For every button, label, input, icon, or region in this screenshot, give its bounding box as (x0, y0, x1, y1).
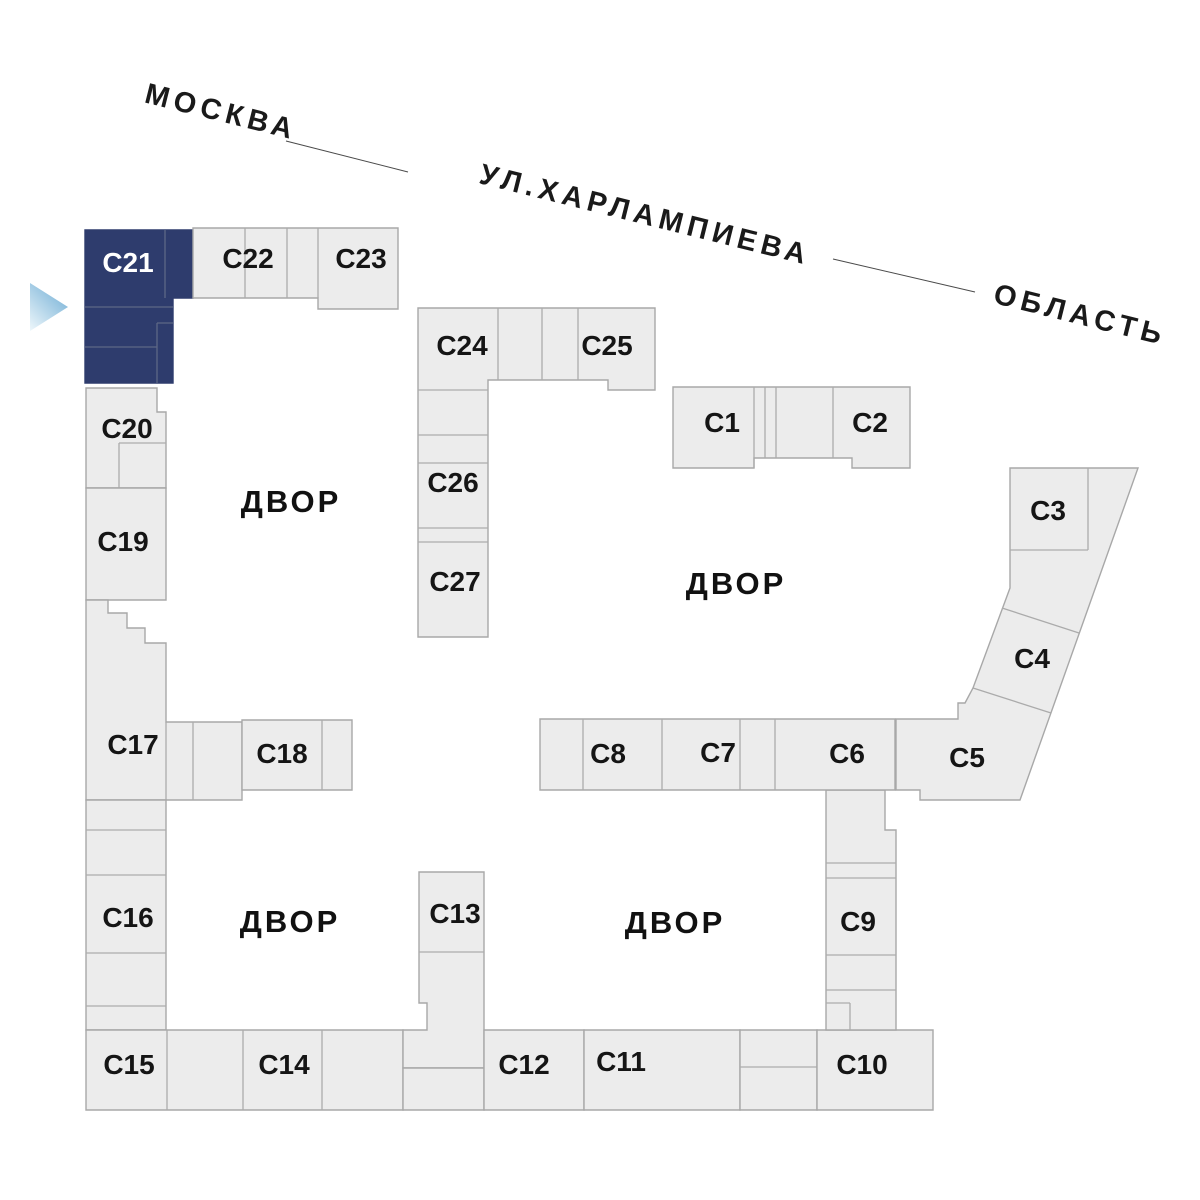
block-c12[interactable] (483, 1029, 585, 1111)
block-c1-c2[interactable] (672, 386, 911, 469)
courtyard-label-bottom-left: ДВОР (240, 904, 341, 939)
block-c18[interactable] (241, 719, 353, 791)
block-c13[interactable] (402, 871, 485, 1069)
block-cell-below-c13[interactable] (402, 1067, 485, 1111)
courtyard-label-top-right: ДВОР (686, 566, 787, 601)
block-c3-c4-c5[interactable] (895, 467, 1139, 801)
location-arrow-icon (30, 283, 68, 331)
courtyard-label-top-left: ДВОР (241, 484, 342, 519)
courtyard-labels: ДВОР ДВОР ДВОР ДВОР (240, 484, 787, 940)
block-c19[interactable] (85, 487, 167, 601)
block-c22-c23[interactable] (192, 227, 399, 310)
street-label-harlampieva: УЛ.ХАРЛАМПИЕВА (476, 159, 814, 272)
block-cell-c11-c10[interactable] (739, 1029, 818, 1111)
street-line-left (285, 140, 409, 173)
block-c10[interactable] (816, 1029, 934, 1111)
block-c21[interactable] (84, 229, 194, 384)
street-line-right (832, 258, 976, 293)
block-c11[interactable] (583, 1029, 741, 1111)
block-c16-column[interactable] (85, 799, 167, 1031)
block-c9[interactable] (825, 789, 897, 1031)
street-label-oblast: ОБЛАСТЬ (990, 278, 1170, 352)
street-label-moskva: МОСКВА (142, 78, 301, 147)
block-c20[interactable] (85, 387, 167, 489)
block-c15-c14-bar[interactable] (85, 1029, 404, 1111)
block-c8-c7-c6[interactable] (539, 718, 896, 791)
block-c24-c27[interactable] (417, 307, 656, 638)
street-annotation: МОСКВА УЛ.ХАРЛАМПИЕВА ОБЛАСТЬ (142, 78, 1170, 352)
courtyard-label-bottom-right: ДВОР (625, 905, 726, 940)
block-c17[interactable] (85, 599, 243, 801)
